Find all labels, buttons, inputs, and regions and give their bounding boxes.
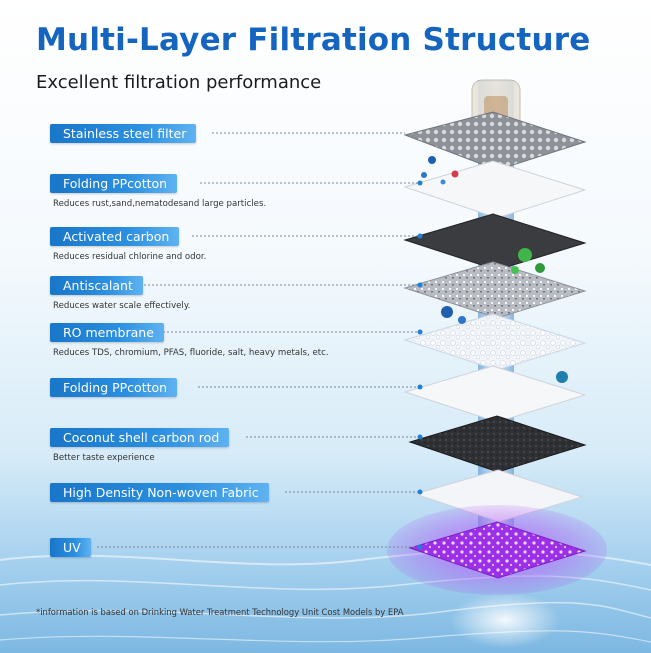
- layer-label: Activated carbon: [50, 227, 180, 246]
- particle-icon: [421, 156, 459, 185]
- layer-label: UV: [50, 538, 91, 557]
- page-subtitle: Excellent filtration performance: [36, 72, 322, 93]
- layer-description: Reduces water scale effectively.: [53, 301, 191, 311]
- layer-label: Antiscalant: [50, 276, 143, 295]
- layer-non-woven-fabric: High Density Non-woven Fabric: [50, 482, 269, 502]
- bacteria-icon: [511, 248, 545, 274]
- layer-description: Reduces rust,sand,nematodesand large par…: [53, 199, 267, 209]
- layer-activated-carbon: Activated carbon Reduces residual chlori…: [50, 226, 206, 262]
- bacteria-icon: [441, 306, 466, 324]
- layer-folding-ppcotton-2: Folding PPcotton: [50, 377, 178, 397]
- layer-stainless-steel-filter: Stainless steel filter: [50, 123, 197, 143]
- layer-uv: UV: [50, 537, 91, 557]
- connector-lines: [97, 132, 420, 548]
- layer-label: Stainless steel filter: [50, 124, 197, 143]
- footnote: *information is based on Drinking Water …: [36, 607, 404, 617]
- layer-label: Folding PPcotton: [50, 378, 178, 397]
- layer-ro-membrane: RO membrane Reduces TDS, chromium, PFAS,…: [50, 322, 329, 358]
- connector-dots: [417, 180, 423, 550]
- layer-label: RO membrane: [50, 323, 164, 342]
- layer-label: Coconut shell carbon rod: [50, 428, 230, 447]
- layer-coconut-shell-carbon-rod: Coconut shell carbon rod Better taste ex…: [50, 427, 230, 463]
- layer-description: Better taste experience: [53, 453, 155, 463]
- layer-label: Folding PPcotton: [50, 174, 178, 193]
- layer-folding-ppcotton-1: Folding PPcotton Reduces rust,sand,nemat…: [50, 173, 266, 209]
- layer-antiscalant: Antiscalant Reduces water scale effectiv…: [50, 275, 190, 311]
- bacteria-icon: [556, 371, 568, 383]
- page-title: Multi-Layer Filtration Structure: [36, 22, 591, 58]
- layer-label: High Density Non-woven Fabric: [50, 483, 269, 502]
- layer-description: Reduces TDS, chromium, PFAS, fluoride, s…: [53, 348, 329, 358]
- layer-description: Reduces residual chlorine and odor.: [53, 252, 207, 262]
